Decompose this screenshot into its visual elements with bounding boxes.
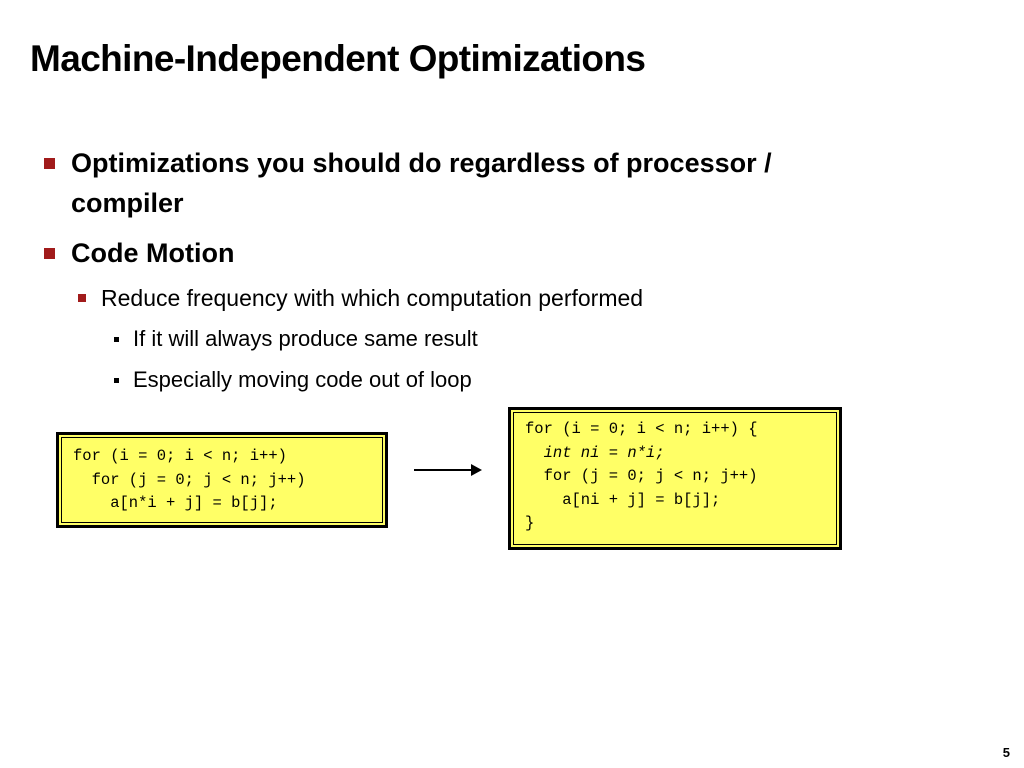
code-line: for (i = 0; i < n; i++) bbox=[73, 447, 287, 465]
square-bullet-icon bbox=[44, 248, 55, 259]
bullet-text: compiler bbox=[71, 188, 184, 218]
code-line-hoisted: int ni = n*i; bbox=[525, 443, 665, 462]
slide-title: Machine-Independent Optimizations bbox=[30, 38, 646, 79]
code-line: a[ni + j] = b[j]; bbox=[525, 490, 721, 509]
bullet-text: Reduce frequency with which computation … bbox=[101, 285, 644, 311]
bullet-optimizations: Optimizations you should do regardless o… bbox=[44, 143, 772, 183]
bullet-text: If it will always produce same result bbox=[133, 326, 478, 351]
bullet-code-motion: Code Motion bbox=[44, 233, 235, 273]
sub-sub-bullet-out-of-loop: Especially moving code out of loop bbox=[114, 365, 472, 395]
bullet-text: Especially moving code out of loop bbox=[133, 367, 472, 392]
square-bullet-icon bbox=[44, 158, 55, 169]
code-box-after: for (i = 0; i < n; i++) { int ni = n*i; … bbox=[508, 407, 842, 550]
bullet-optimizations-continued: compiler bbox=[71, 183, 184, 223]
code-line: for (i = 0; i < n; i++) { bbox=[525, 420, 758, 438]
bullet-text: Code Motion bbox=[71, 238, 235, 268]
sub-sub-bullet-same-result: If it will always produce same result bbox=[114, 324, 478, 354]
code-line: for (j = 0; j < n; j++) bbox=[73, 470, 306, 489]
code-line: for (j = 0; j < n; j++) bbox=[525, 467, 758, 485]
code-line: a[n*i + j] = b[j]; bbox=[73, 494, 278, 512]
bullet-text: Optimizations you should do regardless o… bbox=[71, 148, 772, 178]
code-box-before: for (i = 0; i < n; i++) for (j = 0; j < … bbox=[56, 432, 388, 528]
sub-bullet-reduce-frequency: Reduce frequency with which computation … bbox=[78, 283, 644, 313]
square-bullet-icon bbox=[114, 337, 119, 342]
square-bullet-icon bbox=[78, 294, 86, 302]
code-line: } bbox=[525, 514, 535, 532]
page-number: 5 bbox=[1002, 745, 1010, 760]
square-bullet-icon bbox=[114, 378, 119, 383]
